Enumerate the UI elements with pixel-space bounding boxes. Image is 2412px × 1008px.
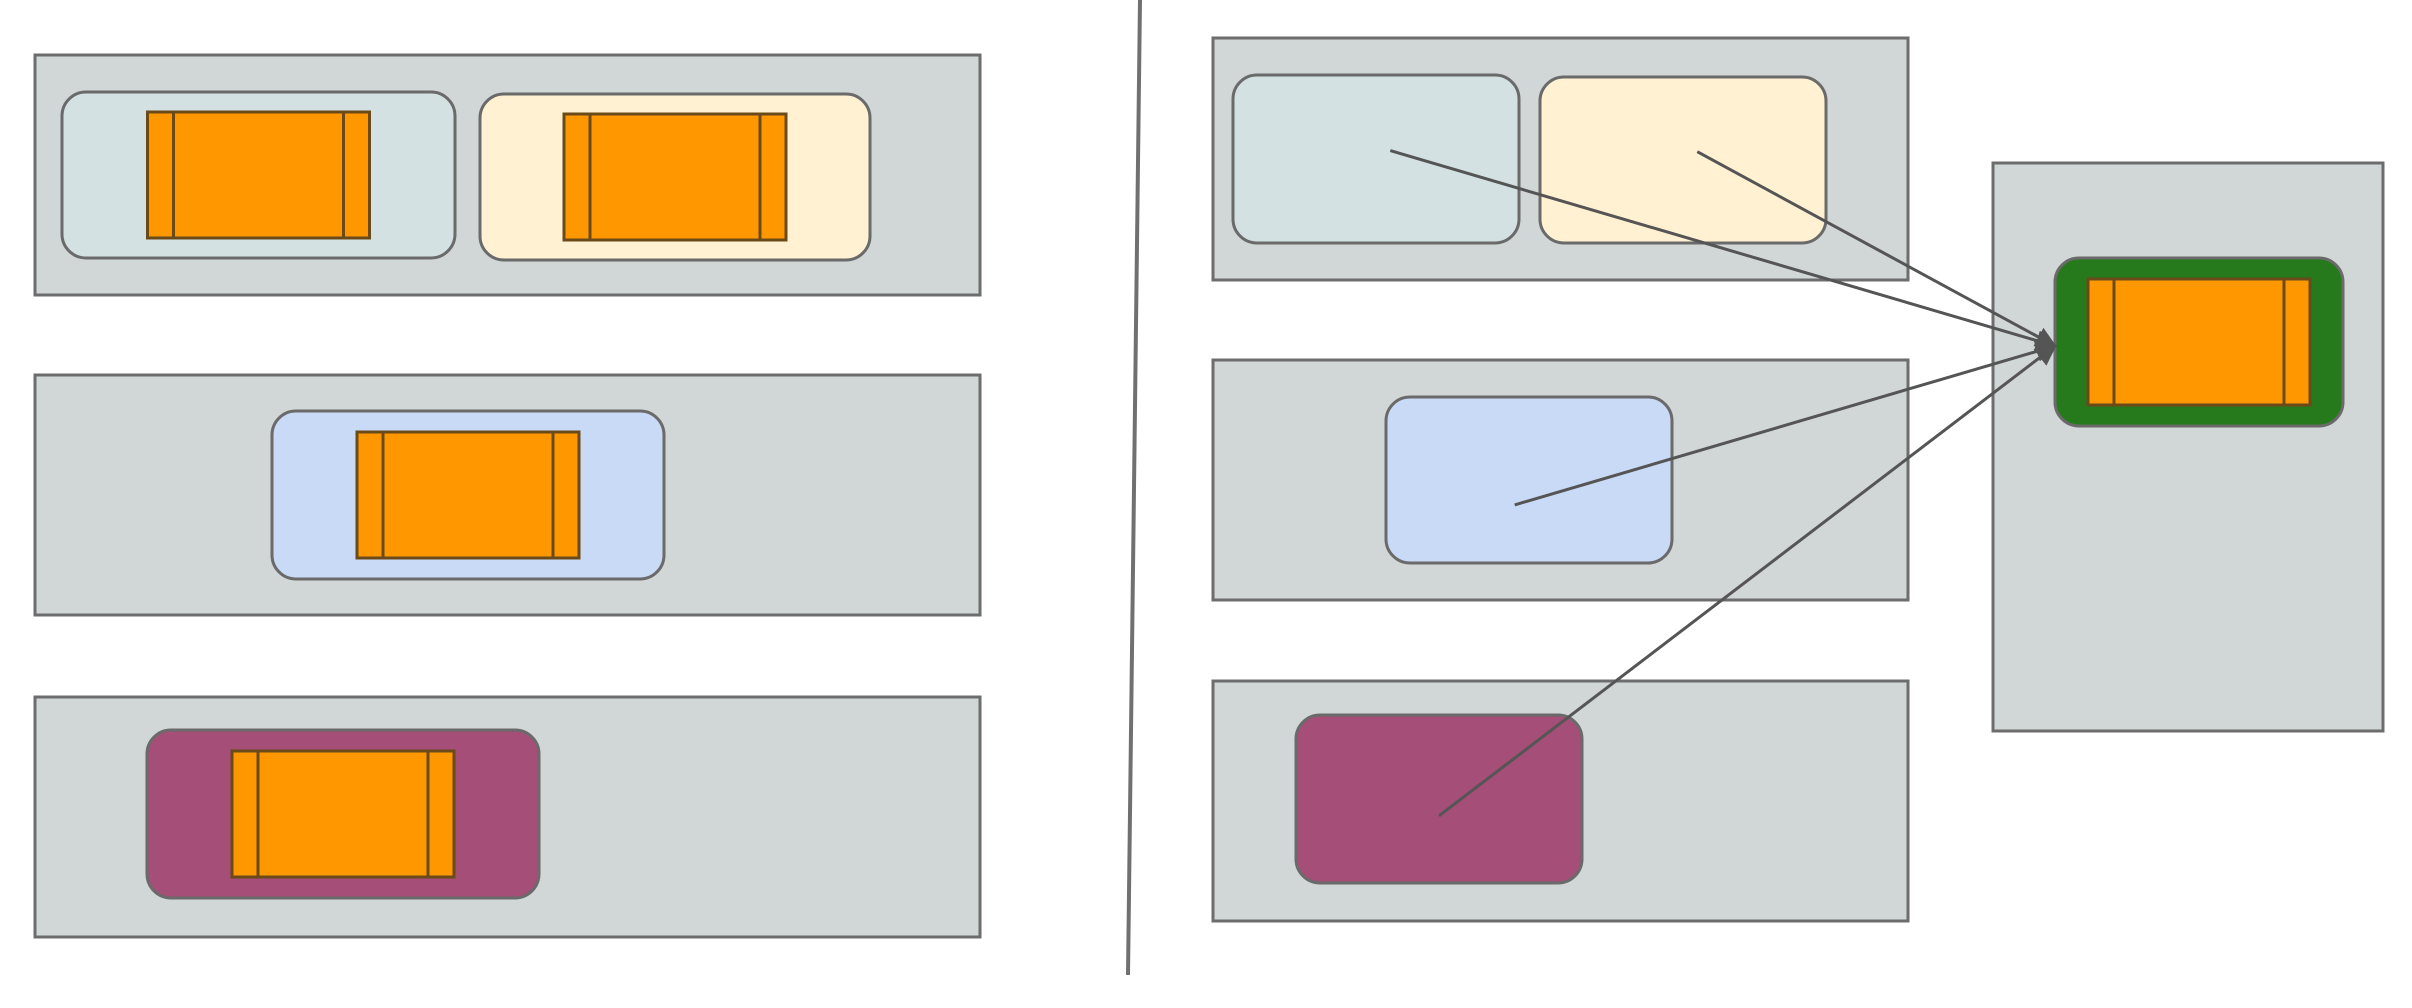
left-lane-3-card-1-item (230, 749, 456, 879)
left-lane-2-card-1-item (355, 430, 581, 560)
arrow-blue-to-green (1514, 341, 2058, 507)
left-lane-1-card-2-item (562, 112, 788, 242)
arrow-cream-to-green (1696, 150, 2057, 348)
right-lane-2-card-1 (1384, 395, 1674, 565)
target-card-1-item (2086, 277, 2312, 407)
right-lane-1-card-1 (1231, 73, 1521, 245)
target-lane (1991, 161, 2385, 733)
arrow-plum-to-green (1438, 344, 2057, 817)
arrow-teal-to-green (1389, 149, 2058, 351)
panel-divider (1126, 0, 1142, 976)
left-lane-1-card-1-item (146, 110, 371, 240)
right-lane-1-card-2 (1538, 75, 1828, 245)
right-lane-3-card-1 (1294, 713, 1584, 885)
